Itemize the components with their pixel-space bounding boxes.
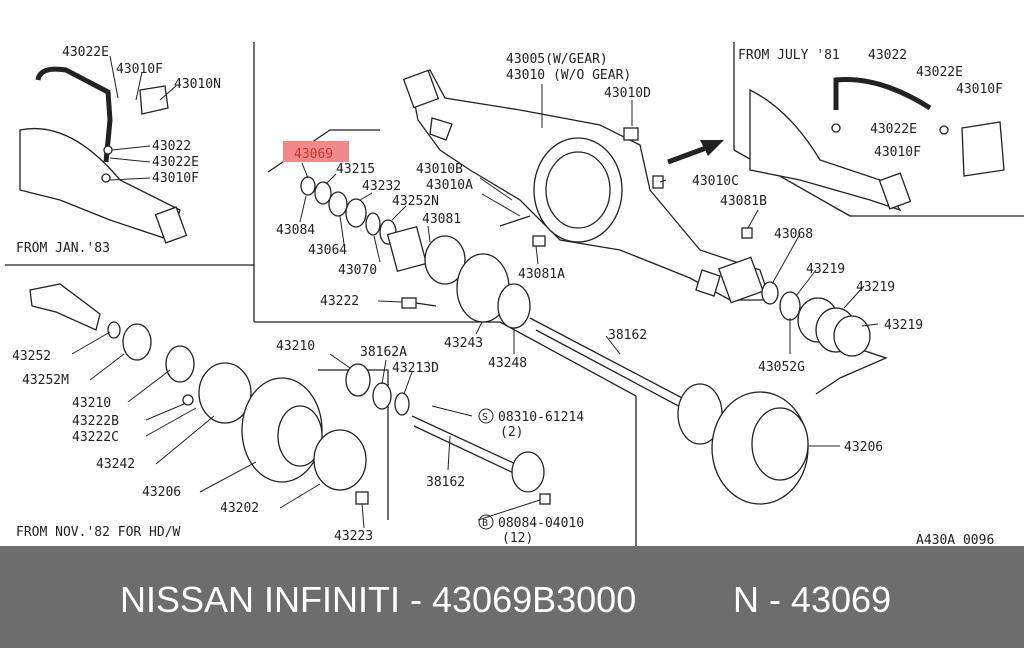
part-label: 43068 xyxy=(774,227,813,242)
axle-exploded-diagram: FROM JAN.'83 FROM JULY '81 FROM NOV.'82 … xyxy=(5,42,1024,546)
part-label: 43219 xyxy=(856,280,895,295)
part-label: 43081A xyxy=(518,267,565,282)
inset-top-right-art xyxy=(749,77,1005,212)
banner-part-number: NISSAN INFINITI - 43069B3000 xyxy=(120,579,637,620)
part-number-banner: NISSAN INFINITI - 43069B3000 N - 43069 xyxy=(0,546,1024,648)
part-label: 43022 xyxy=(152,139,191,154)
part-label: 43243 xyxy=(444,336,483,351)
part-label: 43252 xyxy=(12,349,51,364)
part-label: 43252M xyxy=(22,373,69,388)
part-label: 43010F xyxy=(956,82,1003,97)
part-label: 43022E xyxy=(62,45,109,60)
part-label: 43022 xyxy=(868,48,907,63)
part-label: 43005(W/GEAR) xyxy=(506,52,608,67)
axle-housing xyxy=(402,69,771,304)
part-label: 43252N xyxy=(392,194,439,209)
fastener-symbol: B xyxy=(482,518,488,529)
part-label: 43081B xyxy=(720,194,767,209)
part-label: 43010F xyxy=(116,62,163,77)
part-label: 43081 xyxy=(422,212,461,227)
part-label: 43242 xyxy=(96,457,135,472)
figure-code: A430A 0096 xyxy=(916,533,994,546)
part-label: 38162 xyxy=(426,475,465,490)
inset-top-left-art xyxy=(19,66,188,244)
part-label: 43248 xyxy=(488,356,527,371)
part-label: 43010F xyxy=(874,145,921,160)
diagram-labels: FROM JAN.'83 FROM JULY '81 FROM NOV.'82 … xyxy=(12,45,1003,546)
direction-arrow xyxy=(667,140,724,165)
part-label: 43222B xyxy=(72,414,119,429)
part-label: 43084 xyxy=(276,223,315,238)
fastener-qty: (2) xyxy=(500,425,523,440)
part-label: 43010F xyxy=(152,171,199,186)
lower-left-assembly xyxy=(29,283,369,505)
hub-parts xyxy=(300,176,546,329)
part-label: 43223 xyxy=(334,529,373,544)
part-label: 43010N xyxy=(174,77,221,92)
part-label: 43215 xyxy=(336,162,375,177)
fastener-code: 08310-61214 xyxy=(498,410,584,425)
fastener-symbol-circle xyxy=(478,514,494,530)
part-label: 43213D xyxy=(392,361,439,376)
part-label: 43222C xyxy=(72,430,119,445)
part-label: 43210 xyxy=(276,339,315,354)
fastener-qty: (12) xyxy=(502,531,533,546)
part-label: 43010 (W/O GEAR) xyxy=(506,68,631,83)
inset-label-top-right: FROM JULY '81 xyxy=(738,48,840,63)
part-label: 43219 xyxy=(884,318,923,333)
banner-oem-number: N - 43069 xyxy=(733,579,892,620)
part-label: 43202 xyxy=(220,501,259,516)
fastener-symbol-circle xyxy=(478,408,494,424)
part-label: 43022E xyxy=(152,155,199,170)
part-label: 43206 xyxy=(844,440,883,455)
part-label: 43206 xyxy=(142,485,181,500)
shaft-and-drum-right xyxy=(529,227,871,505)
fastener-code: 08084-04010 xyxy=(498,516,584,531)
part-label: 43052G xyxy=(758,360,805,375)
highlight-box xyxy=(283,141,349,162)
part-label: 38162 xyxy=(608,328,647,343)
part-label: 43010C xyxy=(692,174,739,189)
part-label: 43222 xyxy=(320,294,359,309)
part-label: 38162A xyxy=(360,345,407,360)
part-label: 43010B xyxy=(416,162,463,177)
part-label: 43232 xyxy=(362,179,401,194)
leader-lines xyxy=(71,55,879,529)
inset-label-bottom-left: FROM NOV.'82 FOR HD/W xyxy=(16,525,181,540)
part-label: 43022E xyxy=(916,65,963,80)
part-label: 43064 xyxy=(308,243,347,258)
part-label: 43219 xyxy=(806,262,845,277)
inset-label-top-left: FROM JAN.'83 xyxy=(16,241,110,256)
part-label: 43022E xyxy=(870,122,917,137)
part-label-highlighted: 43069 xyxy=(294,147,333,162)
part-label: 43210 xyxy=(72,396,111,411)
lower-mid-shaft xyxy=(345,363,551,505)
fastener-symbol: S xyxy=(482,412,488,423)
part-label: 43010D xyxy=(604,86,651,101)
part-label: 43070 xyxy=(338,263,377,278)
part-label: 43010A xyxy=(426,178,473,193)
